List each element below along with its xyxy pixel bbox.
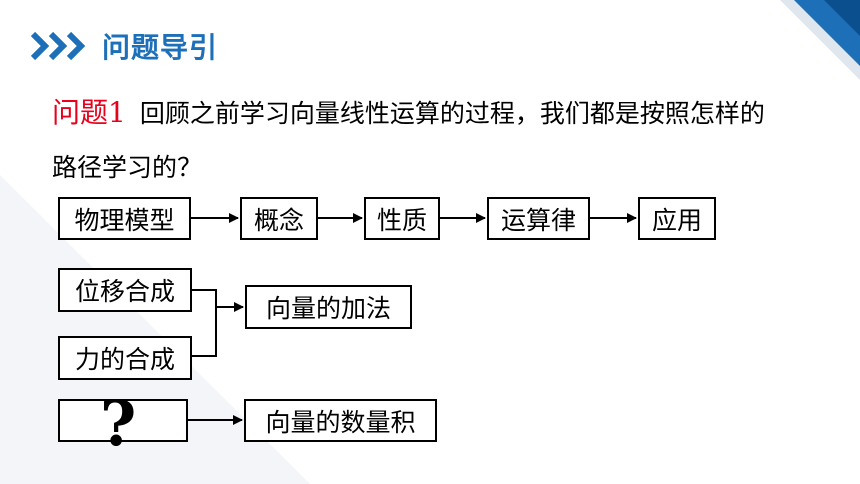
flow-step-law: 运算律 xyxy=(487,197,590,240)
flow-step-concept: 概念 xyxy=(240,197,318,240)
source-displacement: 位移合成 xyxy=(58,268,192,312)
question-label: 问题1 xyxy=(52,96,126,129)
result-dot-product: 向量的数量积 xyxy=(244,399,437,442)
flow-step-application: 应用 xyxy=(638,197,716,240)
question-text: 回顾之前学习向量线性运算的过程，我们都是按照怎样的路径学习的？ xyxy=(52,99,765,182)
page-title: 问题导引 xyxy=(102,31,219,64)
source-unknown: ? xyxy=(58,393,188,455)
flow-step-property: 性质 xyxy=(364,197,440,240)
header: 问题导引 xyxy=(30,26,218,66)
question-mark: ? xyxy=(100,387,137,460)
chevron-right-icon xyxy=(30,31,86,61)
flow-step-physical-model: 物理模型 xyxy=(58,197,191,240)
result-vector-addition: 向量的加法 xyxy=(245,285,412,329)
source-force: 力的合成 xyxy=(58,336,192,380)
corner-ribbon xyxy=(780,0,860,80)
